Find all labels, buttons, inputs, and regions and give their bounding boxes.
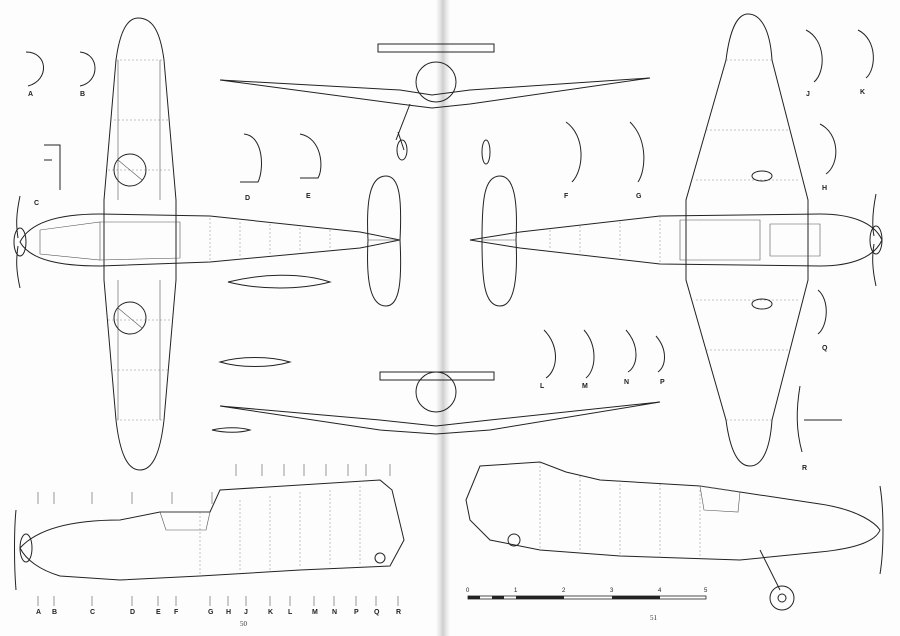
- profile-label: K: [860, 89, 865, 96]
- plan-view-top: [13, 17, 402, 471]
- profile-label: P: [660, 379, 665, 386]
- section-labels-left: A B C D E F G H J K L M N P Q R: [36, 609, 401, 616]
- book-gutter: [436, 0, 450, 636]
- profile-label: F: [564, 193, 569, 200]
- profile-curves-right: [543, 29, 874, 453]
- side-view-left: [14, 464, 405, 606]
- profile-labels-right: J K H F G Q L M N P R: [540, 89, 865, 472]
- section-label: F: [174, 609, 179, 616]
- scale-tick-label: 2: [562, 588, 566, 594]
- section-label: C: [90, 609, 95, 616]
- profile-label: R: [802, 465, 807, 472]
- profile-label-a: A: [28, 91, 33, 98]
- section-label: J: [244, 609, 248, 616]
- section-label: N: [332, 609, 337, 616]
- section-label: B: [52, 609, 57, 616]
- section-label: M: [312, 609, 318, 616]
- section-label: K: [268, 609, 273, 616]
- profile-label: M: [582, 383, 588, 390]
- scale-tick-label: 0: [466, 588, 470, 594]
- profile-label-e: E: [306, 193, 311, 200]
- section-label: Q: [374, 609, 380, 616]
- page-number-left: 50: [240, 620, 248, 628]
- section-label: L: [288, 609, 293, 616]
- profile-labels-left: A B C D E: [28, 91, 311, 207]
- section-label: P: [354, 609, 359, 616]
- profile-label: G: [636, 193, 642, 200]
- profile-label-d: D: [245, 195, 250, 202]
- section-label: E: [156, 609, 161, 616]
- scale-tick-label: 4: [658, 588, 662, 594]
- scale-tick-label: 3: [610, 588, 614, 594]
- profile-label: N: [624, 379, 629, 386]
- profile-label: H: [822, 185, 827, 192]
- front-view-upper: [219, 43, 651, 161]
- front-view-lower: [219, 371, 661, 435]
- section-label: R: [396, 609, 401, 616]
- profile-label: Q: [822, 345, 828, 352]
- profile-label-b: B: [80, 91, 85, 98]
- section-label: G: [208, 609, 214, 616]
- scale-tick-label: 1: [514, 588, 518, 594]
- section-label: D: [130, 609, 135, 616]
- side-view-right: [465, 461, 884, 611]
- profile-label: L: [540, 383, 545, 390]
- plan-view-bottom: [469, 13, 883, 467]
- section-label: A: [36, 609, 41, 616]
- scale-bar: 0 1 2 3 4 5: [466, 588, 708, 600]
- profile-label-c: C: [34, 200, 39, 207]
- profile-label: J: [806, 91, 810, 98]
- scale-tick-label: 5: [704, 588, 708, 594]
- section-label: H: [226, 609, 231, 616]
- page-number-right: 51: [650, 614, 658, 622]
- profile-curves-left: [25, 51, 322, 190]
